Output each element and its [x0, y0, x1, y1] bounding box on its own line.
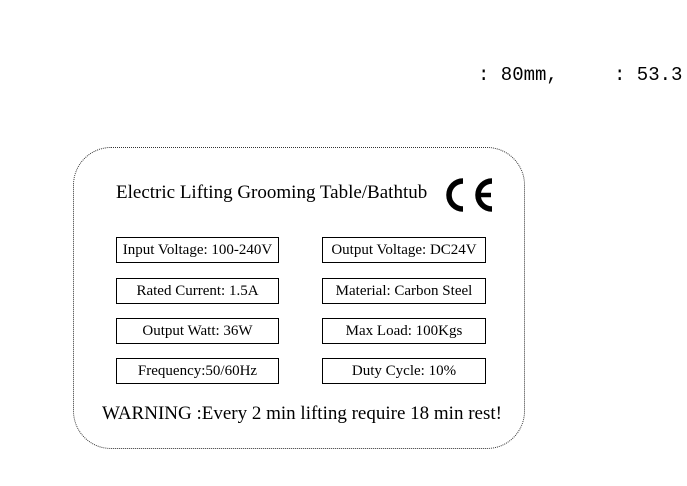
dimension-note: : 80mm, : 53.3 [478, 64, 687, 86]
spec-input-voltage: Input Voltage: 100-240V [116, 237, 279, 263]
spec-material: Material: Carbon Steel [322, 278, 486, 304]
height-value: : 53.3 [614, 64, 683, 86]
width-value: : 80mm, [478, 64, 558, 86]
spec-frequency: Frequency:50/60Hz [116, 358, 279, 384]
spec-rated-current: Rated Current: 1.5A [116, 278, 279, 304]
spec-max-load: Max Load: 100Kgs [322, 318, 486, 344]
spec-output-watt: Output Watt: 36W [116, 318, 279, 344]
spec-output-voltage: Output Voltage: DC24V [322, 237, 486, 263]
warning-text: WARNING :Every 2 min lifting require 18 … [102, 403, 502, 424]
product-label: Electric Lifting Grooming Table/Bathtub … [73, 147, 525, 449]
label-title: Electric Lifting Grooming Table/Bathtub [116, 182, 428, 203]
spec-duty-cycle: Duty Cycle: 10% [322, 358, 486, 384]
ce-mark-icon [446, 178, 493, 212]
